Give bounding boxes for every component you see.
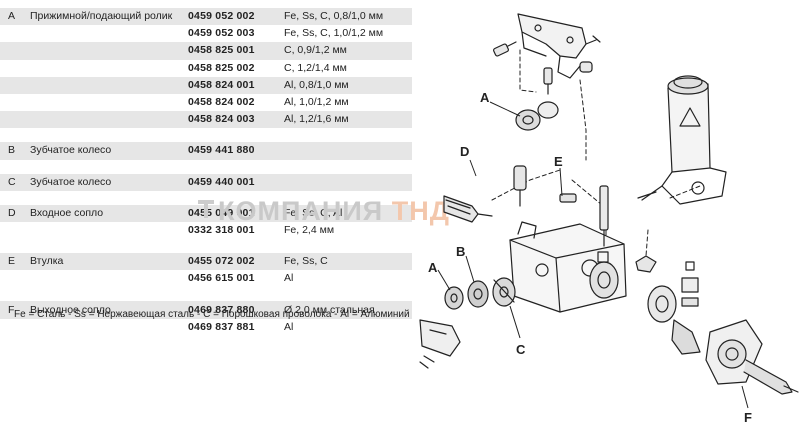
part-name: Выходное сопло (30, 303, 111, 316)
bracket-screws (493, 41, 593, 95)
part-desc: Al, 1,2/1,6 мм (284, 113, 349, 126)
part-desc: Fe, Ss, C, Al (284, 206, 343, 219)
part-code: 0458 824 001 (188, 78, 255, 91)
callout-label-f: F (744, 410, 752, 425)
part-code: 0458 825 001 (188, 44, 255, 57)
part-desc: C, 0,9/1,2 мм (284, 44, 347, 57)
table-row: C Зубчатое колесо 0459 440 001 (0, 173, 412, 191)
part-desc: Al, 1,0/1,2 мм (284, 96, 349, 109)
wire-feeder-exploded-diagram: A D E A B C F (419, 13, 799, 425)
callout-label-a-top: A (480, 90, 490, 105)
callout-label-c: C (516, 342, 526, 357)
feed-roller-top (515, 101, 559, 131)
part-code: 0459 440 001 (188, 175, 255, 188)
part-desc: Al (284, 320, 294, 333)
part-code: 0459 441 880 (188, 144, 255, 157)
pressure-lever-bracket (517, 13, 601, 79)
part-name: Втулка (30, 255, 64, 268)
part-name: Зубчатое колесо (30, 175, 112, 188)
part-code: 0332 318 001 (188, 223, 255, 236)
watermark-main: КОМПАНИЯ (218, 196, 384, 226)
callout-label-b: B (456, 244, 465, 259)
table-row: 0458 825 001 C, 0,9/1,2 мм (0, 42, 412, 60)
table-spacer (0, 128, 412, 142)
input-nozzle (443, 165, 527, 223)
part-desc: Al, 0,8/1,0 мм (284, 78, 349, 91)
part-desc: Fe, Ss, C (284, 255, 328, 268)
connector-parts (635, 255, 699, 307)
table-row: 0469 837 881 Al (0, 319, 412, 336)
bushing (559, 185, 609, 247)
parts-table: A Прижимной/подающий ролик 0459 052 002 … (0, 8, 412, 336)
part-desc: Fe, Ss, C, 1,0/1,2 мм (284, 27, 384, 40)
part-name: Прижимной/подающий ролик (30, 10, 173, 23)
part-desc: Ø 2,0 мм стальная (284, 303, 375, 316)
part-letter: B (8, 144, 16, 157)
clamp-plate (419, 319, 461, 369)
table-spacer (0, 287, 412, 301)
table-row: 0458 824 002 Al, 1,0/1,2 мм (0, 94, 412, 111)
part-code: 0458 824 003 (188, 113, 255, 126)
part-code: 0469 837 881 (188, 320, 255, 333)
callout-label-a-lower: A (428, 260, 438, 275)
table-row: B Зубчатое колесо 0459 441 880 (0, 142, 412, 160)
table-row: 0458 824 003 Al, 1,2/1,6 мм (0, 111, 412, 129)
table-row: A Прижимной/подающий ролик 0459 052 002 … (0, 8, 412, 26)
part-name: Входное сопло (30, 206, 104, 219)
outlet-assembly (647, 285, 799, 395)
part-desc: Al (284, 272, 294, 285)
watermark: КОМПАНИЯ ТНД (218, 196, 450, 227)
feed-unit-housing (509, 221, 627, 313)
table-row: E Втулка 0455 072 002 Fe, Ss, C (0, 253, 412, 271)
table-spacer (0, 160, 412, 174)
callout-label-e: E (554, 154, 563, 169)
part-desc: C, 1,2/1,4 мм (284, 61, 347, 74)
part-letter: A (8, 10, 16, 23)
table-row: 0458 825 002 C, 1,2/1,4 мм (0, 60, 412, 77)
part-code: 0458 824 002 (188, 96, 255, 109)
part-code: 0459 052 003 (188, 27, 255, 40)
table-row: F Выходное сопло 0469 837 880 Ø 2,0 мм с… (0, 301, 412, 319)
material-legend: Fe = Сталь - Ss = Нержавеющая сталь - C … (14, 309, 410, 320)
table-spacer (0, 239, 412, 253)
part-code: 0469 837 880 (188, 303, 255, 316)
part-letter: F (8, 303, 15, 316)
part-desc: Fe, 2,4 мм (284, 223, 335, 236)
part-code: 0458 825 002 (188, 61, 255, 74)
callout-label-d: D (460, 144, 469, 159)
table-row: 0459 052 003 Fe, Ss, C, 1,0/1,2 мм (0, 25, 412, 42)
part-code: 0455 072 002 (188, 255, 255, 268)
watermark-logo-icon (198, 200, 214, 218)
table-row: 0458 824 001 Al, 0,8/1,0 мм (0, 76, 412, 94)
assembly-lines (491, 49, 753, 361)
part-letter: D (8, 206, 16, 219)
part-desc: Fe, Ss, C, 0,8/1,0 мм (284, 10, 384, 23)
motor (637, 75, 727, 205)
part-letter: C (8, 175, 16, 188)
gear-wheel-b (467, 280, 489, 308)
gear-wheel-c (492, 277, 516, 307)
watermark-accent: ТНД (391, 196, 450, 226)
part-name: Зубчатое колесо (30, 144, 112, 157)
part-letter: E (8, 255, 16, 268)
callout-leaders (437, 101, 749, 409)
table-row: 0456 615 001 Al (0, 270, 412, 287)
feed-roller-lower (444, 286, 464, 310)
part-code: 0459 052 002 (188, 10, 255, 23)
table-row: 0332 318 001 Fe, 2,4 мм (0, 222, 412, 239)
part-code: 0456 615 001 (188, 272, 255, 285)
